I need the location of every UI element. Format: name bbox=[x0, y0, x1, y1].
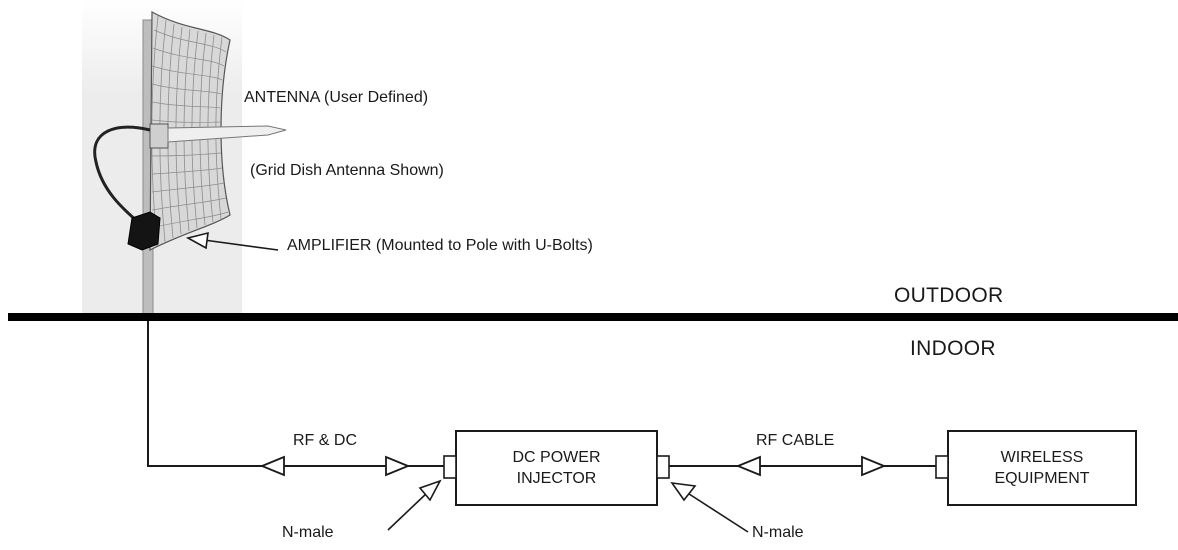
n-male-left-label: N-male bbox=[282, 524, 334, 541]
n-male-right-label: N-male bbox=[752, 524, 804, 541]
injector-right-connector bbox=[656, 455, 670, 479]
n-male-left-leader-arrow bbox=[387, 479, 442, 531]
amplifier-unit bbox=[127, 211, 161, 251]
wireless-equipment-box bbox=[947, 430, 1137, 506]
rf-dc-right-arrow bbox=[385, 455, 411, 477]
grid-dish-antenna bbox=[93, 10, 287, 251]
dc-power-injector-text: DC POWER INJECTOR bbox=[456, 447, 657, 489]
wireless-equipment-text: WIRELESS EQUIPMENT bbox=[948, 447, 1136, 489]
rf-cable-label: RF CABLE bbox=[756, 432, 835, 449]
injector-left-connector bbox=[443, 455, 457, 479]
rf-dc-label: RF & DC bbox=[293, 432, 357, 449]
cable-lines bbox=[147, 321, 936, 467]
equipment-connector bbox=[935, 455, 949, 479]
equipment-line-1: WIRELESS bbox=[1000, 449, 1084, 466]
injector-line-1: DC POWER bbox=[512, 449, 601, 466]
outdoor-indoor-divider bbox=[8, 313, 1178, 321]
outdoor-label: OUTDOOR bbox=[894, 284, 1004, 307]
amplifier-label: AMPLIFIER (Mounted to Pole with U-Bolts) bbox=[287, 237, 593, 254]
n-male-right-leader-arrow bbox=[670, 481, 749, 533]
antenna-note: (Grid Dish Antenna Shown) bbox=[250, 162, 444, 179]
rf-cable-right-arrow bbox=[861, 455, 887, 477]
injector-line-2: INJECTOR bbox=[516, 470, 597, 487]
equipment-line-2: EQUIPMENT bbox=[994, 470, 1090, 487]
antenna-label: ANTENNA (User Defined) bbox=[244, 89, 429, 106]
amplifier-leader-arrow bbox=[185, 231, 279, 251]
indoor-label: INDOOR bbox=[910, 337, 996, 360]
rf-cable-left-arrow bbox=[735, 455, 761, 477]
dc-power-injector-box bbox=[455, 430, 658, 506]
rf-dc-left-arrow bbox=[259, 455, 285, 477]
